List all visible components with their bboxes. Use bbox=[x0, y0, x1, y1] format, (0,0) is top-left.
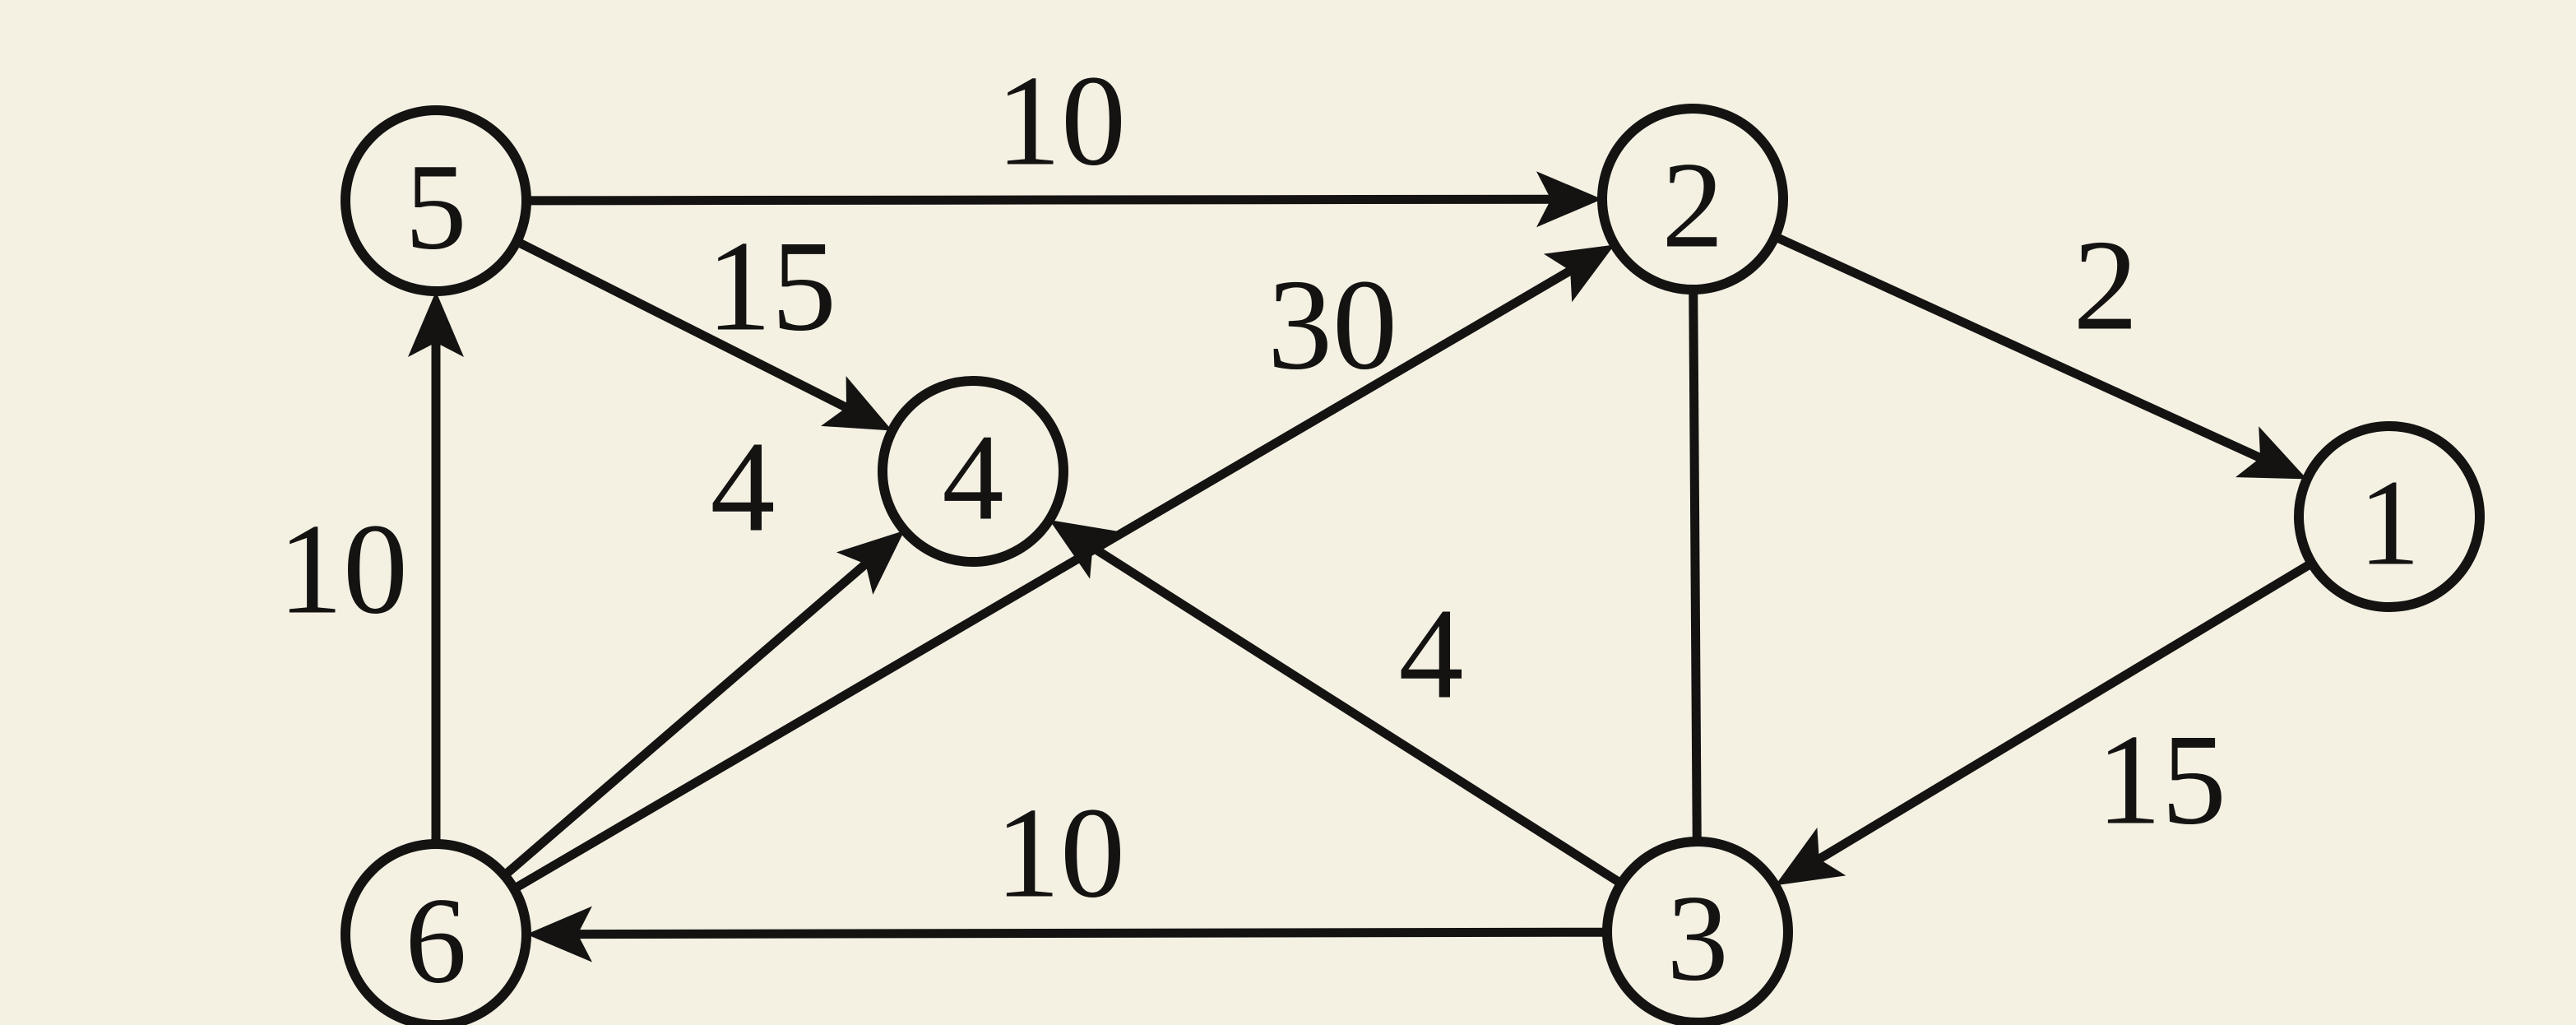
edge-line bbox=[1689, 289, 1702, 842]
graph-edge-3-4: 4 bbox=[1049, 520, 1624, 888]
edge-line bbox=[1809, 559, 2314, 868]
edge-arrowhead bbox=[408, 291, 464, 357]
graph-edge-5-2: 10 bbox=[526, 49, 1603, 228]
graph-node-5: 5 bbox=[341, 105, 531, 296]
graph-node-3: 3 bbox=[1602, 837, 1793, 1025]
graph-node-6: 6 bbox=[341, 839, 531, 1025]
node-label: 4 bbox=[943, 410, 1004, 546]
graph-edge-1-3: 15 bbox=[1775, 559, 2314, 886]
edge-weight-label: 2 bbox=[2073, 214, 2138, 358]
node-circle bbox=[2294, 421, 2485, 612]
node-circle bbox=[878, 376, 1068, 567]
edge-arrowhead bbox=[821, 376, 892, 431]
edge-weight-label: 10 bbox=[995, 782, 1125, 925]
edge-line bbox=[568, 927, 1608, 939]
edge-arrowhead bbox=[2235, 426, 2307, 480]
edge-line bbox=[1082, 539, 1624, 888]
edge-arrowhead bbox=[1536, 171, 1603, 228]
node-label: 1 bbox=[2359, 455, 2421, 591]
graph-edge-3-6: 10 bbox=[526, 782, 1608, 962]
graph-edge-5-4: 15 bbox=[514, 215, 892, 431]
edge-arrowhead bbox=[1775, 828, 1846, 886]
edge-line bbox=[1772, 232, 2270, 466]
graph-edge-2-3 bbox=[1689, 289, 1702, 842]
graph-node-2: 2 bbox=[1597, 104, 1788, 295]
edge-line bbox=[501, 554, 875, 879]
graph-edge-2-1: 2 bbox=[1772, 214, 2307, 480]
graph-node-4: 4 bbox=[878, 376, 1068, 567]
edge-arrowhead bbox=[526, 906, 593, 962]
graph-edge-6-2: 30 bbox=[512, 244, 1615, 893]
graph-edge-6-4: 4 bbox=[501, 415, 905, 879]
node-circle bbox=[1602, 837, 1793, 1025]
node-circle bbox=[1597, 104, 1788, 295]
node-label: 5 bbox=[405, 139, 467, 276]
node-circle bbox=[341, 105, 531, 296]
edge-weight-label: 4 bbox=[1399, 582, 1464, 726]
edge-weight-label: 15 bbox=[2096, 708, 2226, 852]
edge-arrowhead bbox=[1543, 244, 1615, 303]
edge-weight-label: 10 bbox=[278, 498, 408, 642]
edge-line bbox=[526, 194, 1560, 206]
edge-line bbox=[512, 262, 1580, 893]
node-circle bbox=[341, 839, 531, 1025]
graph-edge-6-5: 10 bbox=[278, 291, 464, 844]
edge-arrowhead bbox=[1049, 520, 1120, 579]
node-label: 3 bbox=[1667, 870, 1729, 1007]
node-label: 2 bbox=[1662, 137, 1724, 274]
edge-weight-label: 15 bbox=[707, 215, 836, 359]
edge-line bbox=[514, 237, 856, 416]
edge-arrowhead bbox=[836, 530, 905, 595]
edge-weight-label: 30 bbox=[1267, 253, 1397, 397]
node-label: 6 bbox=[405, 873, 467, 1009]
graph-node-1: 1 bbox=[2294, 421, 2485, 612]
edge-weight-label: 10 bbox=[996, 49, 1126, 193]
edge-weight-label: 4 bbox=[711, 415, 776, 559]
